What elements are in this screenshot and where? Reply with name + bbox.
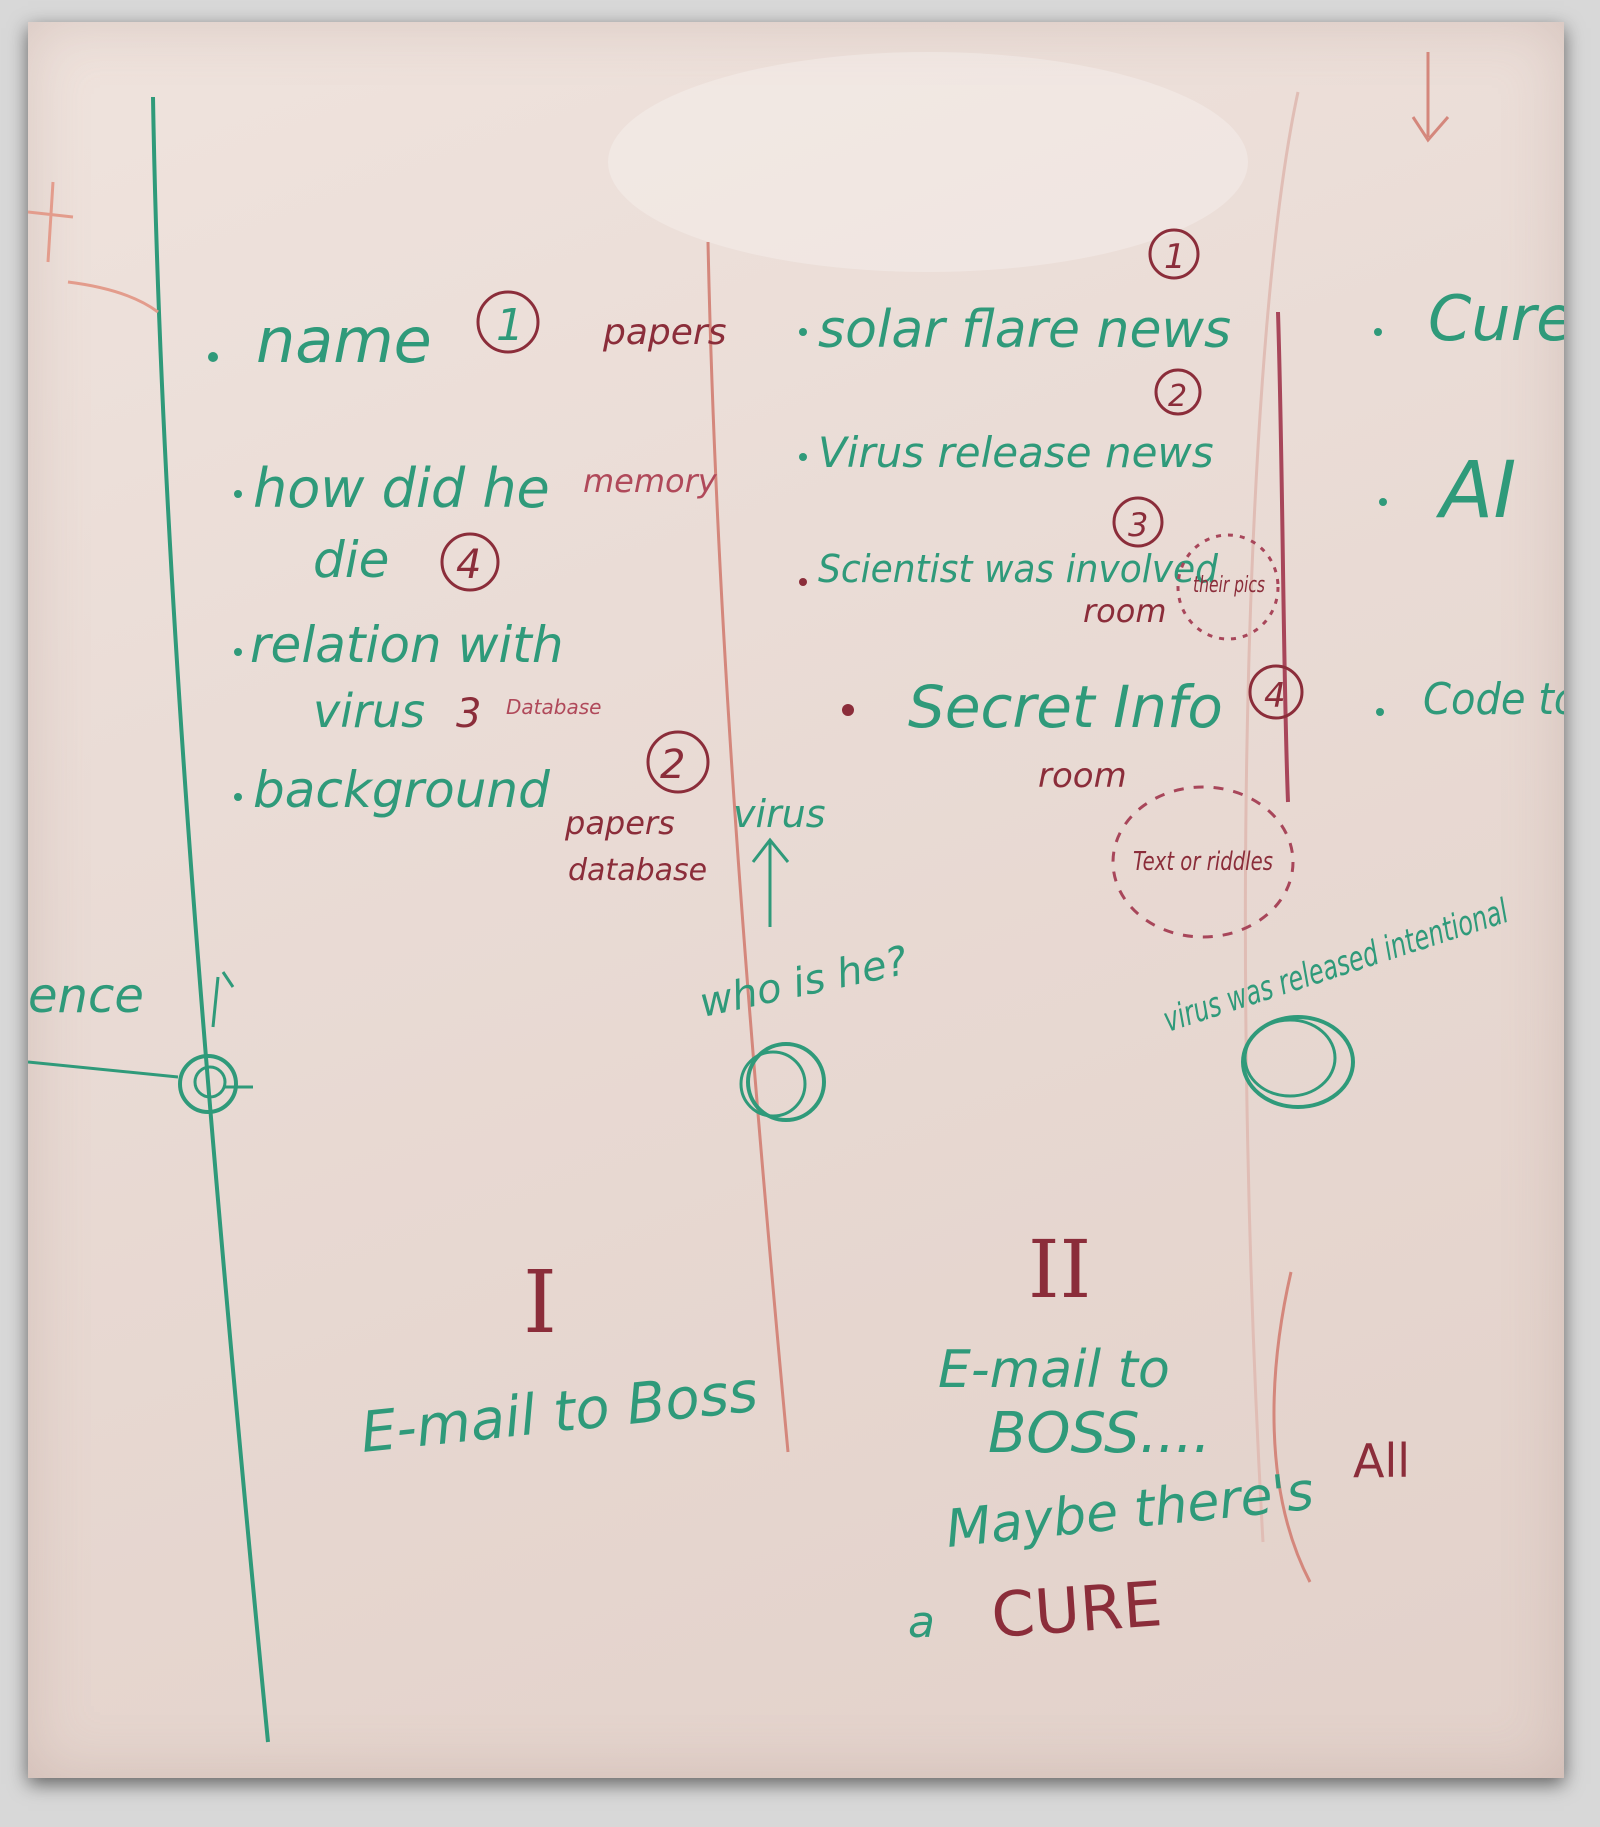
col1-subnote-papers: papers (564, 804, 675, 842)
col3-item-cure: Cure (1428, 282, 1564, 355)
col2-node-label: virus was released intentional (1158, 891, 1513, 1040)
col1-item-virus-note: Database (506, 695, 601, 719)
node-circle (1241, 1015, 1355, 1109)
number-circle (1148, 228, 1200, 280)
left-label: ence (28, 968, 144, 1024)
col2-item-secret-number: 4 (1264, 676, 1286, 716)
node-circle (746, 1042, 826, 1122)
bracket-all (1272, 1271, 1312, 1583)
column-divider-red-mid (1276, 311, 1290, 803)
col1-item-how-note: memory (583, 462, 718, 500)
bubble-pics (1176, 533, 1280, 641)
scribble-left (28, 181, 159, 314)
col2-item-scientist-number: 3 (1128, 506, 1148, 544)
section-1: I E-mail to Boss (358, 1253, 761, 1466)
left-node: ence (28, 968, 253, 1114)
whiteboard-photo: name 1 papers how did he memory die 4 re… (28, 22, 1564, 1778)
bullet (799, 453, 807, 461)
col2-item-secret: Secret Info (908, 673, 1223, 741)
number-circle (476, 290, 540, 354)
side-label-all: All (1353, 1434, 1410, 1488)
section-2-line4-prefix: a (908, 1597, 935, 1648)
arrow-down-icon (1411, 52, 1450, 143)
number-circle (646, 730, 710, 794)
section-2-numeral: II (1028, 1223, 1091, 1316)
bullet (234, 793, 242, 801)
col1-item-name-number: 1 (496, 300, 524, 351)
number-circle (1112, 496, 1164, 548)
col1-subnote-virus: virus (733, 792, 826, 836)
connector-line (28, 1060, 179, 1079)
col2-item-solar-number: 1 (1164, 237, 1186, 277)
section-2-line1: E-mail to (938, 1340, 1170, 1400)
col1-item-background: background (253, 761, 550, 819)
column-1: name 1 papers how did he memory die 4 re… (208, 290, 912, 1122)
col2-item-virus-release: Virus release news (818, 428, 1214, 477)
node-circle-inner (739, 1050, 807, 1118)
col2-item-secret-note: room (1038, 756, 1127, 796)
col1-subnote-database: database (568, 853, 707, 888)
section-2-line4-emph: CURE (989, 1567, 1165, 1652)
col1-item-die-number: 4 (456, 542, 481, 588)
col2-item-scientist-note: room (1083, 592, 1166, 630)
node-circle-inner (1243, 1018, 1337, 1098)
number-circle (1248, 664, 1304, 720)
col1-item-virus-number: 3 (456, 691, 481, 737)
section-2-line2: BOSS.... (988, 1401, 1211, 1466)
bullet (234, 648, 242, 656)
column-divider-red-left (706, 241, 790, 1453)
section-1-text: E-mail to Boss (358, 1360, 761, 1466)
number-circle (1154, 368, 1202, 416)
bubble-text (1111, 785, 1295, 939)
bullet (799, 578, 807, 586)
col1-item-background-number: 2 (660, 742, 685, 788)
arrow-up-icon (751, 837, 790, 927)
section-2: II E-mail to BOSS.... Maybe there's a CU… (908, 1223, 1316, 1652)
col2-item-secret-bubble: Text or riddles (1133, 847, 1273, 877)
col3-item-ai: AI (1435, 446, 1516, 536)
col2-item-scientist-bubble: their pics (1193, 573, 1265, 598)
col1-item-how: how did he (253, 457, 550, 520)
tick-marks (211, 971, 235, 1028)
node-circle (178, 1054, 238, 1114)
col1-item-relation: relation with (250, 616, 564, 674)
col1-item-name-note: papers (602, 312, 726, 353)
col2-item-virus-release-number: 2 (1168, 379, 1187, 414)
bullet (234, 490, 242, 498)
col3-item-code: Code to inp (1423, 674, 1564, 725)
bullet (799, 328, 807, 336)
glare (608, 52, 1248, 272)
bullet (1374, 328, 1382, 336)
bullet (1376, 708, 1384, 716)
number-circle (440, 532, 500, 592)
column-divider-green (151, 96, 270, 1743)
col1-item-die: die (313, 531, 389, 589)
whiteboard-drawing: name 1 papers how did he memory die 4 re… (28, 52, 1564, 1743)
node-circle-inner (193, 1065, 227, 1099)
bullet (842, 704, 854, 716)
column-3: Cure AI Code to inp (1374, 282, 1564, 725)
col1-item-name: name (256, 304, 432, 377)
column-divider-faint (1243, 91, 1300, 1543)
section-2-line3: Maybe there's (943, 1462, 1316, 1560)
col2-item-scientist: Scientist was involved (818, 547, 1219, 591)
section-1-numeral: I (523, 1253, 557, 1353)
col1-node-label: who is he? (696, 938, 912, 1027)
col1-item-virus: virus (313, 684, 425, 738)
col2-item-solar: solar flare news (818, 300, 1231, 360)
bullet (208, 352, 218, 362)
bullet (1379, 498, 1387, 506)
